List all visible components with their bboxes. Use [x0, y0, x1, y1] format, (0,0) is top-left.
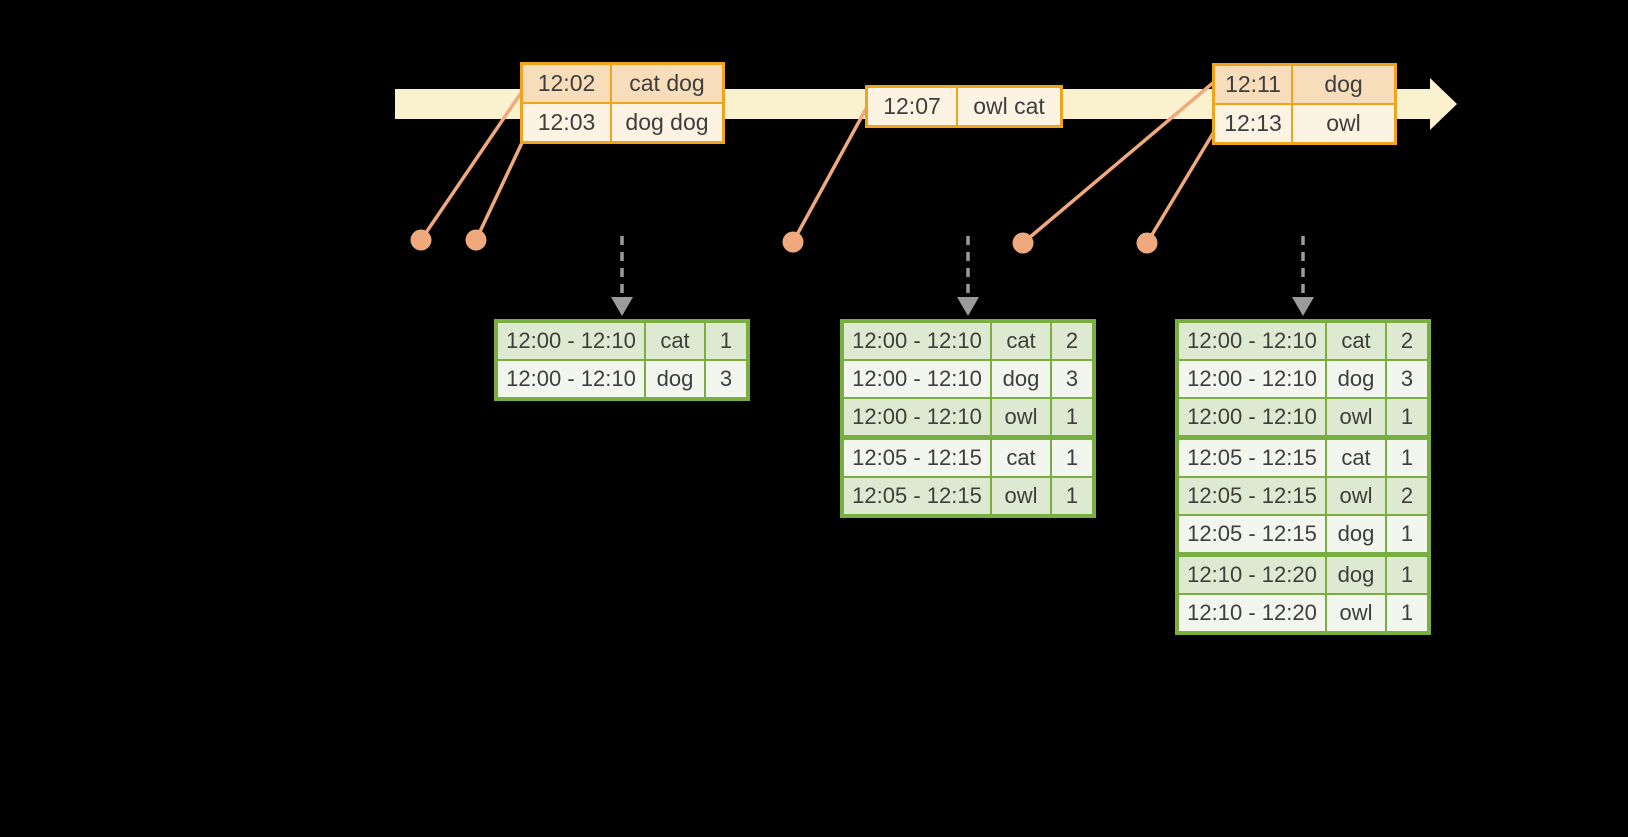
event-words-cell: owl cat	[958, 88, 1060, 125]
event-connector-line	[1021, 80, 1216, 245]
word-cell: owl	[992, 399, 1050, 435]
trigger-arrow	[611, 236, 633, 316]
event-words-cell: cat dog	[612, 65, 722, 102]
count-cell: 3	[706, 361, 746, 397]
result-row: 12:10 - 12:20 owl 1	[1179, 595, 1427, 631]
result-table-3: 12:00 - 12:10 cat 2 12:00 - 12:10 dog 3 …	[1175, 319, 1431, 635]
trigger-arrow	[957, 236, 979, 316]
count-cell: 1	[1387, 399, 1427, 435]
arrowhead-down-icon	[611, 297, 633, 316]
count-cell: 1	[706, 323, 746, 359]
window-cell: 12:00 - 12:10	[844, 399, 990, 435]
event-arrival-dot	[410, 229, 432, 251]
word-cell: dog	[1327, 361, 1385, 397]
count-cell: 3	[1052, 361, 1092, 397]
word-cell: dog	[1327, 516, 1385, 552]
result-row: 12:00 - 12:10 cat 1	[498, 323, 746, 359]
window-cell: 12:05 - 12:15	[1179, 478, 1325, 514]
count-cell: 1	[1387, 516, 1427, 552]
result-row: 12:00 - 12:10 dog 3	[1179, 361, 1427, 397]
event-time-cell: 12:11	[1215, 66, 1291, 103]
event-arrival-dot	[1136, 232, 1158, 254]
word-cell: owl	[1327, 478, 1385, 514]
event-arrival-dot	[1012, 232, 1034, 254]
result-row: 12:00 - 12:10 cat 2	[844, 323, 1092, 359]
event-row: 12:02 cat dog	[523, 65, 722, 102]
result-row: 12:05 - 12:15 owl 1	[844, 478, 1092, 514]
word-cell: owl	[1327, 595, 1385, 631]
word-cell: dog	[992, 361, 1050, 397]
event-table-1: 12:02 cat dog 12:03 dog dog	[520, 62, 725, 144]
window-cell: 12:05 - 12:15	[844, 478, 990, 514]
count-cell: 1	[1052, 478, 1092, 514]
event-connector-line	[419, 89, 525, 241]
event-time-cell: 12:03	[523, 104, 610, 141]
event-words-cell: dog	[1293, 66, 1394, 103]
word-cell: cat	[646, 323, 704, 359]
count-cell: 1	[1387, 595, 1427, 631]
arrowhead-down-icon	[957, 297, 979, 316]
event-row: 12:13 owl	[1215, 105, 1394, 142]
count-cell: 2	[1387, 323, 1427, 359]
word-cell: cat	[1327, 323, 1385, 359]
count-cell: 1	[1052, 399, 1092, 435]
event-arrival-dot	[465, 229, 487, 251]
window-cell: 12:00 - 12:10	[498, 323, 644, 359]
result-table-1: 12:00 - 12:10 cat 1 12:00 - 12:10 dog 3	[494, 319, 750, 401]
event-time-cell: 12:13	[1215, 105, 1291, 142]
result-row: 12:05 - 12:15 cat 1	[844, 440, 1092, 476]
event-words-cell: dog dog	[612, 104, 722, 141]
event-table-2: 12:07 owl cat	[865, 85, 1063, 128]
result-table-2: 12:00 - 12:10 cat 2 12:00 - 12:10 dog 3 …	[840, 319, 1096, 518]
result-row: 12:00 - 12:10 dog 3	[844, 361, 1092, 397]
event-words-cell: owl	[1293, 105, 1394, 142]
window-cell: 12:00 - 12:10	[844, 323, 990, 359]
event-connector-line	[1145, 129, 1217, 244]
window-cell: 12:10 - 12:20	[1179, 595, 1325, 631]
window-cell: 12:00 - 12:10	[498, 361, 644, 397]
window-cell: 12:00 - 12:10	[844, 361, 990, 397]
result-row: 12:05 - 12:15 cat 1	[1179, 440, 1427, 476]
window-cell: 12:00 - 12:10	[1179, 399, 1325, 435]
count-cell: 2	[1387, 478, 1427, 514]
trigger-arrow	[1292, 236, 1314, 316]
result-row: 12:00 - 12:10 dog 3	[498, 361, 746, 397]
event-row: 12:11 dog	[1215, 66, 1394, 103]
result-row: 12:05 - 12:15 owl 2	[1179, 478, 1427, 514]
count-cell: 1	[1387, 557, 1427, 593]
count-cell: 3	[1387, 361, 1427, 397]
event-time-cell: 12:07	[868, 88, 956, 125]
event-arrival-dot	[782, 231, 804, 253]
result-row: 12:00 - 12:10 owl 1	[844, 399, 1092, 435]
result-row: 12:00 - 12:10 cat 2	[1179, 323, 1427, 359]
count-cell: 2	[1052, 323, 1092, 359]
word-cell: cat	[992, 323, 1050, 359]
word-cell: dog	[646, 361, 704, 397]
word-cell: owl	[1327, 399, 1385, 435]
event-connector-line	[474, 129, 530, 241]
word-cell: cat	[992, 440, 1050, 476]
count-cell: 1	[1387, 440, 1427, 476]
event-row: 12:03 dog dog	[523, 104, 722, 141]
window-cell: 12:05 - 12:15	[1179, 440, 1325, 476]
event-table-3: 12:11 dog 12:13 owl	[1212, 63, 1397, 145]
window-cell: 12:00 - 12:10	[1179, 323, 1325, 359]
event-row: 12:07 owl cat	[868, 88, 1060, 125]
word-cell: dog	[1327, 557, 1385, 593]
result-row: 12:05 - 12:15 dog 1	[1179, 516, 1427, 552]
arrowhead-down-icon	[1292, 297, 1314, 316]
window-cell: 12:00 - 12:10	[1179, 361, 1325, 397]
event-time-cell: 12:02	[523, 65, 610, 102]
count-cell: 1	[1052, 440, 1092, 476]
event-connector-line	[791, 106, 869, 243]
result-row: 12:10 - 12:20 dog 1	[1179, 557, 1427, 593]
result-row: 12:00 - 12:10 owl 1	[1179, 399, 1427, 435]
word-cell: cat	[1327, 440, 1385, 476]
window-cell: 12:05 - 12:15	[844, 440, 990, 476]
word-cell: owl	[992, 478, 1050, 514]
window-cell: 12:05 - 12:15	[1179, 516, 1325, 552]
window-cell: 12:10 - 12:20	[1179, 557, 1325, 593]
